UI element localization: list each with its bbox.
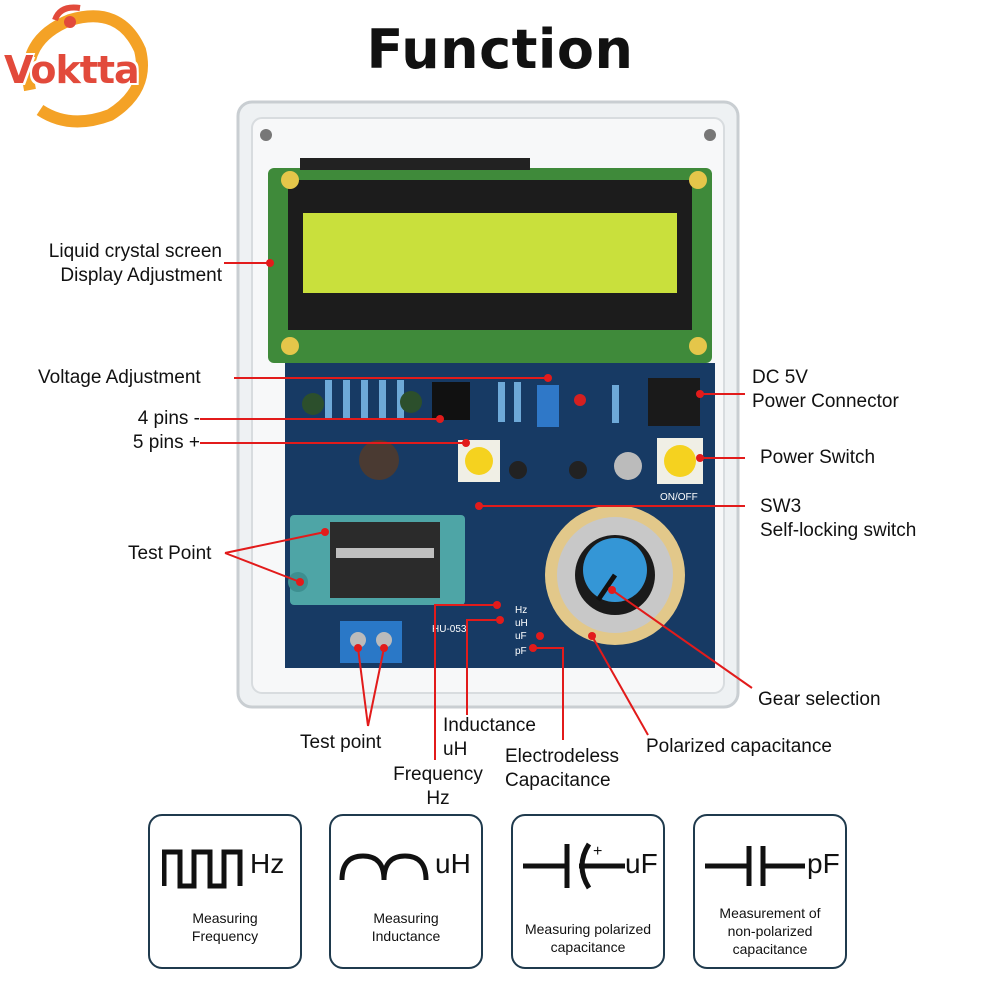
- callout-dc: DC 5V Power Connector: [752, 367, 899, 412]
- svg-text:+: +: [593, 843, 602, 860]
- card-caption: Measuring Inductance: [371, 910, 441, 944]
- callout-voltage: Voltage Adjustment: [38, 367, 201, 388]
- board-mark-model: HU-053: [432, 624, 467, 635]
- power-switch-button: [664, 445, 696, 477]
- card-polarized: + uF Measuring polarized capacitance: [511, 814, 665, 969]
- board-mark-uf: uF: [515, 631, 527, 642]
- inductor-coil-icon: [339, 853, 429, 881]
- callout-test-point-terminal: Test point: [300, 732, 382, 753]
- board-mark-hz: Hz: [515, 605, 527, 616]
- callout-polarized: Polarized capacitance: [646, 736, 832, 757]
- board-mark-onoff: ON/OFF: [660, 492, 698, 503]
- callout-test-point-socket: Test Point: [128, 543, 212, 564]
- square-wave-icon: [162, 849, 243, 889]
- polarized-capacitor-icon: +: [523, 842, 625, 890]
- callout-gear: Gear selection: [758, 689, 881, 710]
- page-title: Function: [366, 18, 634, 81]
- callout-sw3: SW3 Self-locking switch: [760, 496, 917, 541]
- card-unit-uh: uH: [435, 848, 471, 879]
- card-unit-hz: Hz: [250, 848, 285, 879]
- brand-logo: Voktta: [4, 48, 140, 92]
- card-caption: Measurement of non-polarized capacitance: [719, 905, 821, 957]
- dc-jack: [648, 378, 700, 426]
- capacitor-icon: [705, 846, 805, 886]
- logo-swirl-icon: [22, 4, 148, 128]
- board-mark-pf: pF: [515, 646, 527, 657]
- card-unit-pf: pF: [807, 848, 840, 879]
- card-unit-uf: uF: [625, 848, 658, 879]
- board-mark-uh: uH: [515, 618, 528, 629]
- card-frequency: Hz Measuring Frequency: [148, 814, 302, 969]
- callout-power-switch: Power Switch: [760, 447, 876, 468]
- card-caption: Measuring Frequency: [191, 910, 259, 944]
- screw-icon: [704, 129, 716, 141]
- callout-lcd: Liquid crystal screen Display Adjustment: [48, 241, 222, 286]
- card-non-polarized: pF Measurement of non-polarized capacita…: [693, 814, 847, 969]
- card-inductance: uH Measuring Inductance: [329, 814, 483, 969]
- lcd-screen: [303, 213, 677, 293]
- sw3-button: [465, 447, 493, 475]
- terminal-block: [340, 621, 402, 663]
- callout-frequency: Frequency Hz: [393, 764, 483, 809]
- screw-icon: [260, 129, 272, 141]
- callout-inductance: Inductance uH: [443, 715, 536, 760]
- callout-pins: 4 pins - 5 pins +: [132, 408, 200, 453]
- callout-electrodeless: Electrodeless Capacitance: [505, 746, 620, 791]
- card-caption: Measuring polarized capacitance: [524, 921, 652, 955]
